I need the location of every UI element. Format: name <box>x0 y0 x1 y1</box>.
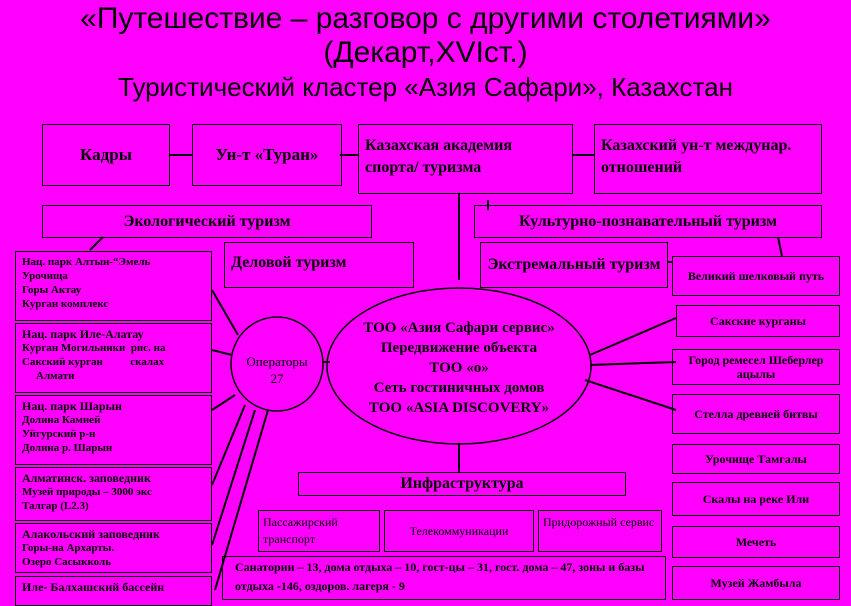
park-1-line-4: Курган комплекс <box>22 298 109 310</box>
business-tourism-box: Деловой туризм <box>224 242 414 288</box>
center-line-1: ТОО «Азия Сафари сервис» <box>363 320 555 336</box>
intl-univ-label: Казахский ун-т междунар. отношений <box>601 137 792 176</box>
operators-label: Операторы <box>246 354 308 369</box>
right-item-1-label: Великий шелковый путь <box>687 269 825 283</box>
line-eco-parks <box>89 236 104 251</box>
park-5-line-3: Озеро Сасыкколь <box>22 556 112 568</box>
line-op-park-4 <box>211 404 246 486</box>
operators-ellipse <box>230 316 324 412</box>
kadry-label: Кадры <box>80 145 132 164</box>
right-item-3-label: Город ремесел Шеберлер ацылы <box>688 353 824 381</box>
park-4-line-3: Талгар (L2.3) <box>22 500 89 512</box>
line-op-park-6 <box>214 409 269 591</box>
telecom-box: Телекоммуникации <box>384 510 534 552</box>
park-box-6: Иле- Балхашский бассейн <box>15 576 212 606</box>
line-op-park-1 <box>211 289 239 336</box>
line-center-right-1 <box>589 317 677 356</box>
subtitle: Туристический кластер «Азия Сафари», Каз… <box>118 72 733 102</box>
right-item-2-label: Сакские курганы <box>710 314 806 328</box>
right-item-7-label: Мечеть <box>735 535 777 549</box>
extreme-tourism-box: Экстремальный туризм <box>480 242 668 288</box>
park-box-4: Алматинск. заповедник Музей природы – 30… <box>15 467 212 521</box>
line-op-park-2 <box>211 349 233 356</box>
center-ellipse <box>326 287 592 445</box>
center-line-3: ТОО «о» <box>429 360 489 376</box>
extreme-label: Экстремальный туризм <box>487 256 661 273</box>
turan-label: Ун-т «Туран» <box>215 145 319 164</box>
right-item-3: Город ремесел Шеберлер ацылы <box>672 349 840 385</box>
park-2-line-2: Курган Могильники рис. на <box>22 342 166 354</box>
line-op-park-5 <box>211 409 256 546</box>
cultural-tourism-box: Культурно-познавательный туризм <box>474 205 822 238</box>
academy-box: Казахская академия спорта/ туризма <box>358 124 573 194</box>
park-1-line-3: Горы Актау <box>22 284 82 296</box>
line-center-right-3 <box>584 379 677 411</box>
line-center-right-2 <box>589 361 677 366</box>
right-item-8-label: Музей Жамбыла <box>710 576 802 590</box>
kadry-box: Кадры <box>42 124 170 186</box>
roadside-label: Придорожный сервис <box>543 515 655 529</box>
park-3-line-1: Нац. парк Шарын <box>22 399 122 413</box>
park-5-line-2: Горы-на Архарты. <box>22 542 115 554</box>
right-item-6: Скалы на реке Или <box>672 482 840 516</box>
park-3-line-3: Уйгурский р-н <box>22 428 96 440</box>
park-3-line-4: Долина р. Шарын <box>22 442 113 454</box>
right-item-4: Стелла древней битвы <box>672 394 840 434</box>
park-box-2: Нац. парк Иле-Алатау Курган Могильники р… <box>15 323 212 393</box>
right-item-8: Музей Жамбыла <box>672 566 840 600</box>
center-line-5: ТОО «ASIA DISCOVERY» <box>368 400 550 416</box>
right-item-5-label: Урочище Тамгалы <box>705 452 807 466</box>
park-2-line-1: Нац. парк Иле-Алатау <box>22 327 144 341</box>
ecological-tourism-box: Экологический туризм <box>42 205 372 238</box>
park-2-line-3: Сакский курган скалах <box>22 356 165 368</box>
right-item-7: Мечеть <box>672 526 840 558</box>
roadside-service-box: Придорожный сервис <box>538 510 662 552</box>
park-2-line-4: Алмати <box>36 370 75 382</box>
title-line-2: (Декарт,XVIст.) <box>323 36 528 69</box>
right-item-2: Сакские курганы <box>676 305 840 337</box>
line-op-park-3 <box>211 394 236 411</box>
park-1-line-1: Нац. парк Алтын-“Эмель <box>22 256 151 268</box>
passenger-transport-box: Пассажирский транспорт <box>258 510 380 552</box>
right-item-1: Великий шелковый путь <box>672 256 840 296</box>
turan-box: Ун-т «Туран» <box>192 124 342 186</box>
right-item-4-label: Стелла древней битвы <box>694 407 818 421</box>
right-item-6-label: Скалы на реке Или <box>702 492 810 506</box>
intl-univ-box: Казахский ун-т междунар. отношений <box>594 124 822 194</box>
ecological-label: Экологический туризм <box>123 212 291 230</box>
cultural-label: Культурно-познавательный туризм <box>518 212 777 230</box>
infrastructure-box: Инфраструктура <box>298 472 626 496</box>
title-line-1: «Путешествие – разговор с другими столет… <box>80 2 771 35</box>
center-companies: ТОО «Азия Сафари сервис» Передвижение об… <box>339 318 579 418</box>
operators: Операторы 27 <box>231 353 323 387</box>
center-line-4: Сеть гостиничных домов <box>373 380 545 396</box>
infrastructure-label: Инфраструктура <box>400 475 524 492</box>
right-item-5: Урочище Тамгалы <box>672 444 840 474</box>
passenger-label: Пассажирский транспорт <box>263 515 338 546</box>
park-1-line-2: Урочища <box>22 270 68 282</box>
business-label: Деловой туризм <box>231 254 347 271</box>
park-5-line-1: Алакольский заповедник <box>22 527 160 541</box>
accommodation-summary: Санатории – 13, дома отдыха – 10, гост-ц… <box>235 560 645 593</box>
telecom-label: Телекоммуникации <box>409 523 509 538</box>
line-cultural-right <box>777 236 783 257</box>
park-box-5: Алакольский заповедник Горы-на Архарты. … <box>15 523 212 573</box>
accommodation-summary-box: Санатории – 13, дома отдыха – 10, гост-ц… <box>222 556 666 600</box>
center-line-2: Передвижение объекта <box>380 340 538 356</box>
park-4-line-1: Алматинск. заповедник <box>22 471 151 485</box>
park-box-1: Нац. парк Алтын-“Эмель Урочища Горы Акта… <box>15 251 212 321</box>
academy-label: Казахская академия спорта/ туризма <box>365 137 513 176</box>
park-box-3: Нац. парк Шарын Долина Камней Уйгурский … <box>15 395 212 465</box>
park-6-line-1: Иле- Балхашский бассейн <box>22 580 165 594</box>
park-4-line-2: Музей природы – 3000 экс <box>22 486 152 498</box>
park-3-line-2: Долина Камней <box>22 414 101 426</box>
operators-count: 27 <box>270 371 284 386</box>
